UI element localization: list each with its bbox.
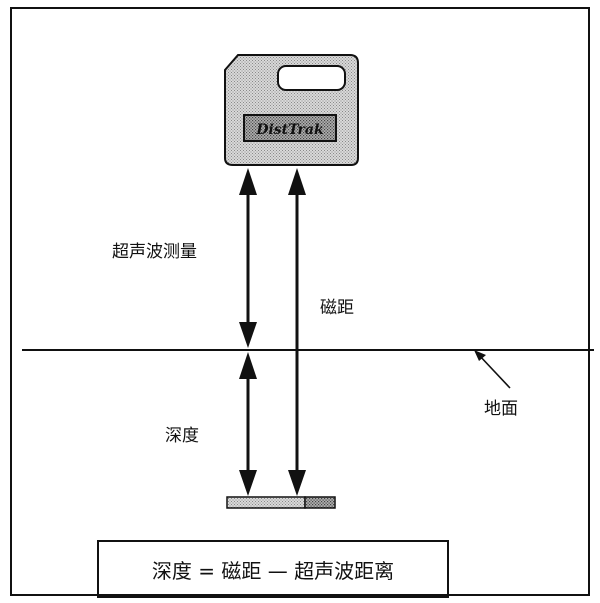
arrowhead-up [288,168,306,195]
buried-target [227,497,335,508]
ultrasonic-measurement-arrow [239,168,257,348]
arrowhead-down [239,322,257,348]
device-logo-text: DistTrak [255,122,324,138]
device-handle-window [278,66,345,90]
arrowhead-down [239,470,257,496]
depth-formula-box: 深度 = 磁距 — 超声波距离 [97,540,449,598]
depth-label: 深度 [165,428,199,445]
ground-label: 地面 [484,401,518,418]
arrowhead-up [239,168,257,195]
ground-pointer-arrow [474,350,510,388]
magnetic-distance-label: 磁距 [320,300,354,317]
depth-formula-text: 深度 = 磁距 — 超声波距离 [152,555,394,584]
magnetic-distance-arrow [288,168,306,496]
ultrasonic-measurement-label: 超声波测量 [112,244,197,261]
arrowhead-up [239,352,257,379]
locator-device: DistTrak [225,55,358,165]
depth-arrow [239,352,257,496]
arrowhead-down [288,470,306,496]
